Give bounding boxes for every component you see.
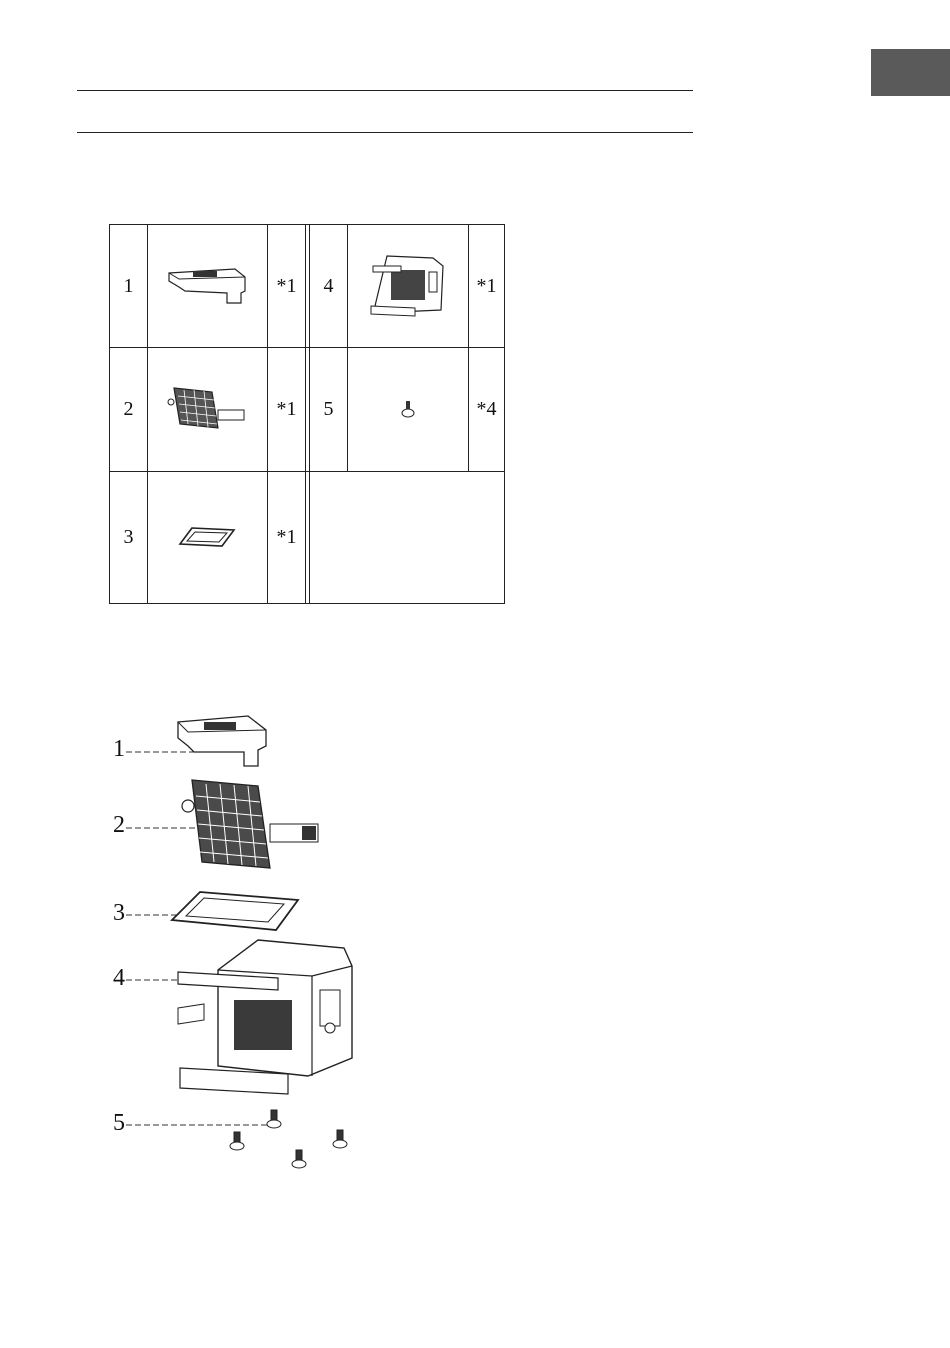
part-number: 3 (110, 471, 148, 603)
oil-tray-part (172, 892, 298, 930)
frying-basket-icon (148, 348, 268, 471)
parts-list-table: 1 *1 4 *1 2 (109, 224, 505, 604)
frying-basket-part (182, 780, 318, 868)
control-panel-part (178, 716, 266, 766)
control-panel-icon (148, 225, 268, 348)
part-number: 5 (310, 348, 348, 471)
table-row: 1 *1 4 *1 (110, 225, 505, 348)
header-rule-bottom (77, 132, 693, 133)
part-quantity: *1 (268, 471, 306, 603)
part-number: 4 (310, 225, 348, 348)
header-rule-top (77, 90, 693, 91)
language-tab-marker (871, 49, 950, 96)
table-row: 2 *1 5 *4 (110, 348, 505, 471)
exploded-view-drawing (108, 708, 368, 1178)
part-quantity: *4 (469, 348, 505, 471)
part-quantity: *1 (268, 225, 306, 348)
fryer-body-icon (348, 225, 469, 348)
part-number: 1 (110, 225, 148, 348)
part-quantity: *1 (469, 225, 505, 348)
oil-tray-icon (148, 471, 268, 603)
part-number: 2 (110, 348, 148, 471)
feet-part (230, 1110, 347, 1168)
table-row: 3 *1 (110, 471, 505, 603)
part-quantity: *1 (268, 348, 306, 471)
fryer-body-part (178, 940, 352, 1094)
foot-icon (348, 348, 469, 471)
